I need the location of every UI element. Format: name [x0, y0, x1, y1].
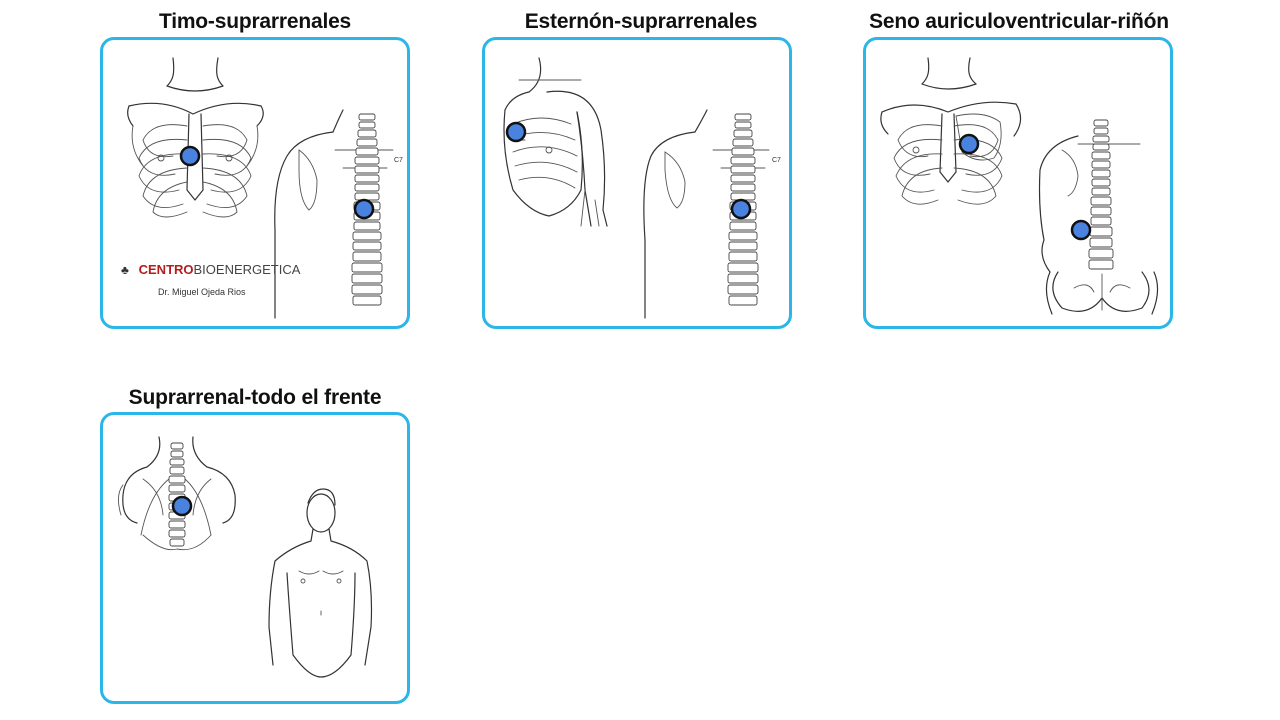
panel-title-esternon-suprarrenales: Esternón-suprarrenales	[524, 10, 758, 33]
brand-author: Dr. Miguel Ojeda Rios	[158, 287, 246, 297]
spine	[168, 442, 186, 547]
panel-seno-auriculoventricular-rinon	[863, 37, 1173, 329]
panel-suprarrenal-todo-el-frente	[100, 412, 410, 704]
diagram-back-and-front-figure	[118, 436, 373, 678]
label-c7: C7	[772, 157, 781, 164]
brand-bioenergetica: BIOENERGETICA	[193, 262, 301, 277]
panel-title-suprarrenal-todo-el-frente: Suprarrenal-todo el frente	[128, 386, 382, 409]
brand-centro: CENTRO	[138, 262, 194, 277]
point-av-node	[958, 133, 980, 155]
label-c7: C7	[394, 157, 403, 164]
brand-logo: ♣ CENTROBIOENERGETICA	[121, 262, 300, 277]
panel-title-seno-auriculoventricular-rinon: Seno auriculoventricular-riñón	[869, 10, 1169, 33]
diagram-chest-front-spine: C7	[127, 57, 403, 319]
point-thymus	[179, 145, 201, 167]
spine	[727, 113, 759, 306]
panel-title-timo-suprarrenales: Timo-suprarrenales	[158, 10, 352, 33]
point-adrenal-back	[171, 495, 193, 517]
point-kidney	[1070, 219, 1092, 241]
diagram-chest-front-lumbar	[880, 57, 1159, 315]
panel-esternon-suprarrenales: C7	[482, 37, 792, 329]
figure-head	[306, 493, 336, 533]
point-adrenal-back	[353, 198, 375, 220]
point-sternum	[505, 121, 527, 143]
spine	[351, 113, 383, 306]
point-adrenal-back	[730, 198, 752, 220]
panel-timo-suprarrenales: C7 ♣ CENTROBIOENERGET	[100, 37, 410, 329]
logo-tree-icon: ♣	[121, 263, 129, 277]
spine	[1088, 119, 1114, 270]
diagram-chest-side-spine: C7	[503, 57, 781, 319]
